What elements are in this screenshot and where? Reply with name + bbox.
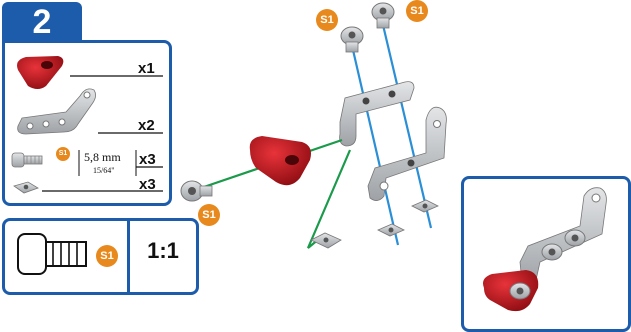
screw-part-icon	[11, 152, 43, 168]
screw-actual-size-icon	[17, 233, 87, 275]
scale-s1-badge: S1	[96, 245, 118, 267]
screw-top-right-icon	[371, 2, 395, 29]
scale-ratio-label: 1:1	[147, 238, 179, 263]
lower-angle-bracket-icon	[367, 106, 447, 201]
part-qty-4: x3	[139, 176, 156, 193]
callout-s1-badge-right: S1	[406, 0, 428, 22]
screw-s1-badge: S1	[56, 147, 70, 161]
red-wedge-part-icon	[17, 56, 64, 89]
callout-s1-badge-left: S1	[316, 9, 338, 31]
part-qty-3: x3	[139, 151, 156, 168]
step-number: 2	[32, 3, 52, 41]
screw-left-icon	[180, 180, 213, 202]
detail-screw-1-icon	[541, 243, 563, 261]
red-wedge-diagram-icon	[249, 136, 311, 186]
callout-s1-badge-bottom: S1	[198, 204, 220, 226]
square-nut-left-icon	[310, 232, 342, 249]
scale-divider	[127, 220, 130, 294]
screw-size-mm: 5,8 mm	[84, 150, 121, 164]
square-nut-bottom-left-icon	[377, 223, 405, 237]
detail-zoom-panel	[461, 176, 631, 332]
step-tab	[2, 2, 82, 42]
screw-top-left-icon	[340, 26, 364, 53]
part-qty-2: x2	[138, 117, 155, 134]
guide-line-screw-2	[381, 24, 433, 229]
detail-screw-3-icon	[509, 282, 531, 300]
detail-bracket-icon	[519, 187, 607, 285]
part-qty-1: x1	[138, 60, 155, 77]
square-nut-bottom-right-icon	[411, 199, 439, 213]
upper-angle-bracket-icon	[339, 81, 415, 147]
square-nut-part-icon	[13, 181, 39, 194]
detail-screw-2-icon	[564, 229, 586, 247]
guide-line-screw-1	[351, 49, 400, 246]
screw-size-inch: 15/64"	[93, 166, 115, 175]
angle-bracket-part-icon	[17, 88, 96, 135]
